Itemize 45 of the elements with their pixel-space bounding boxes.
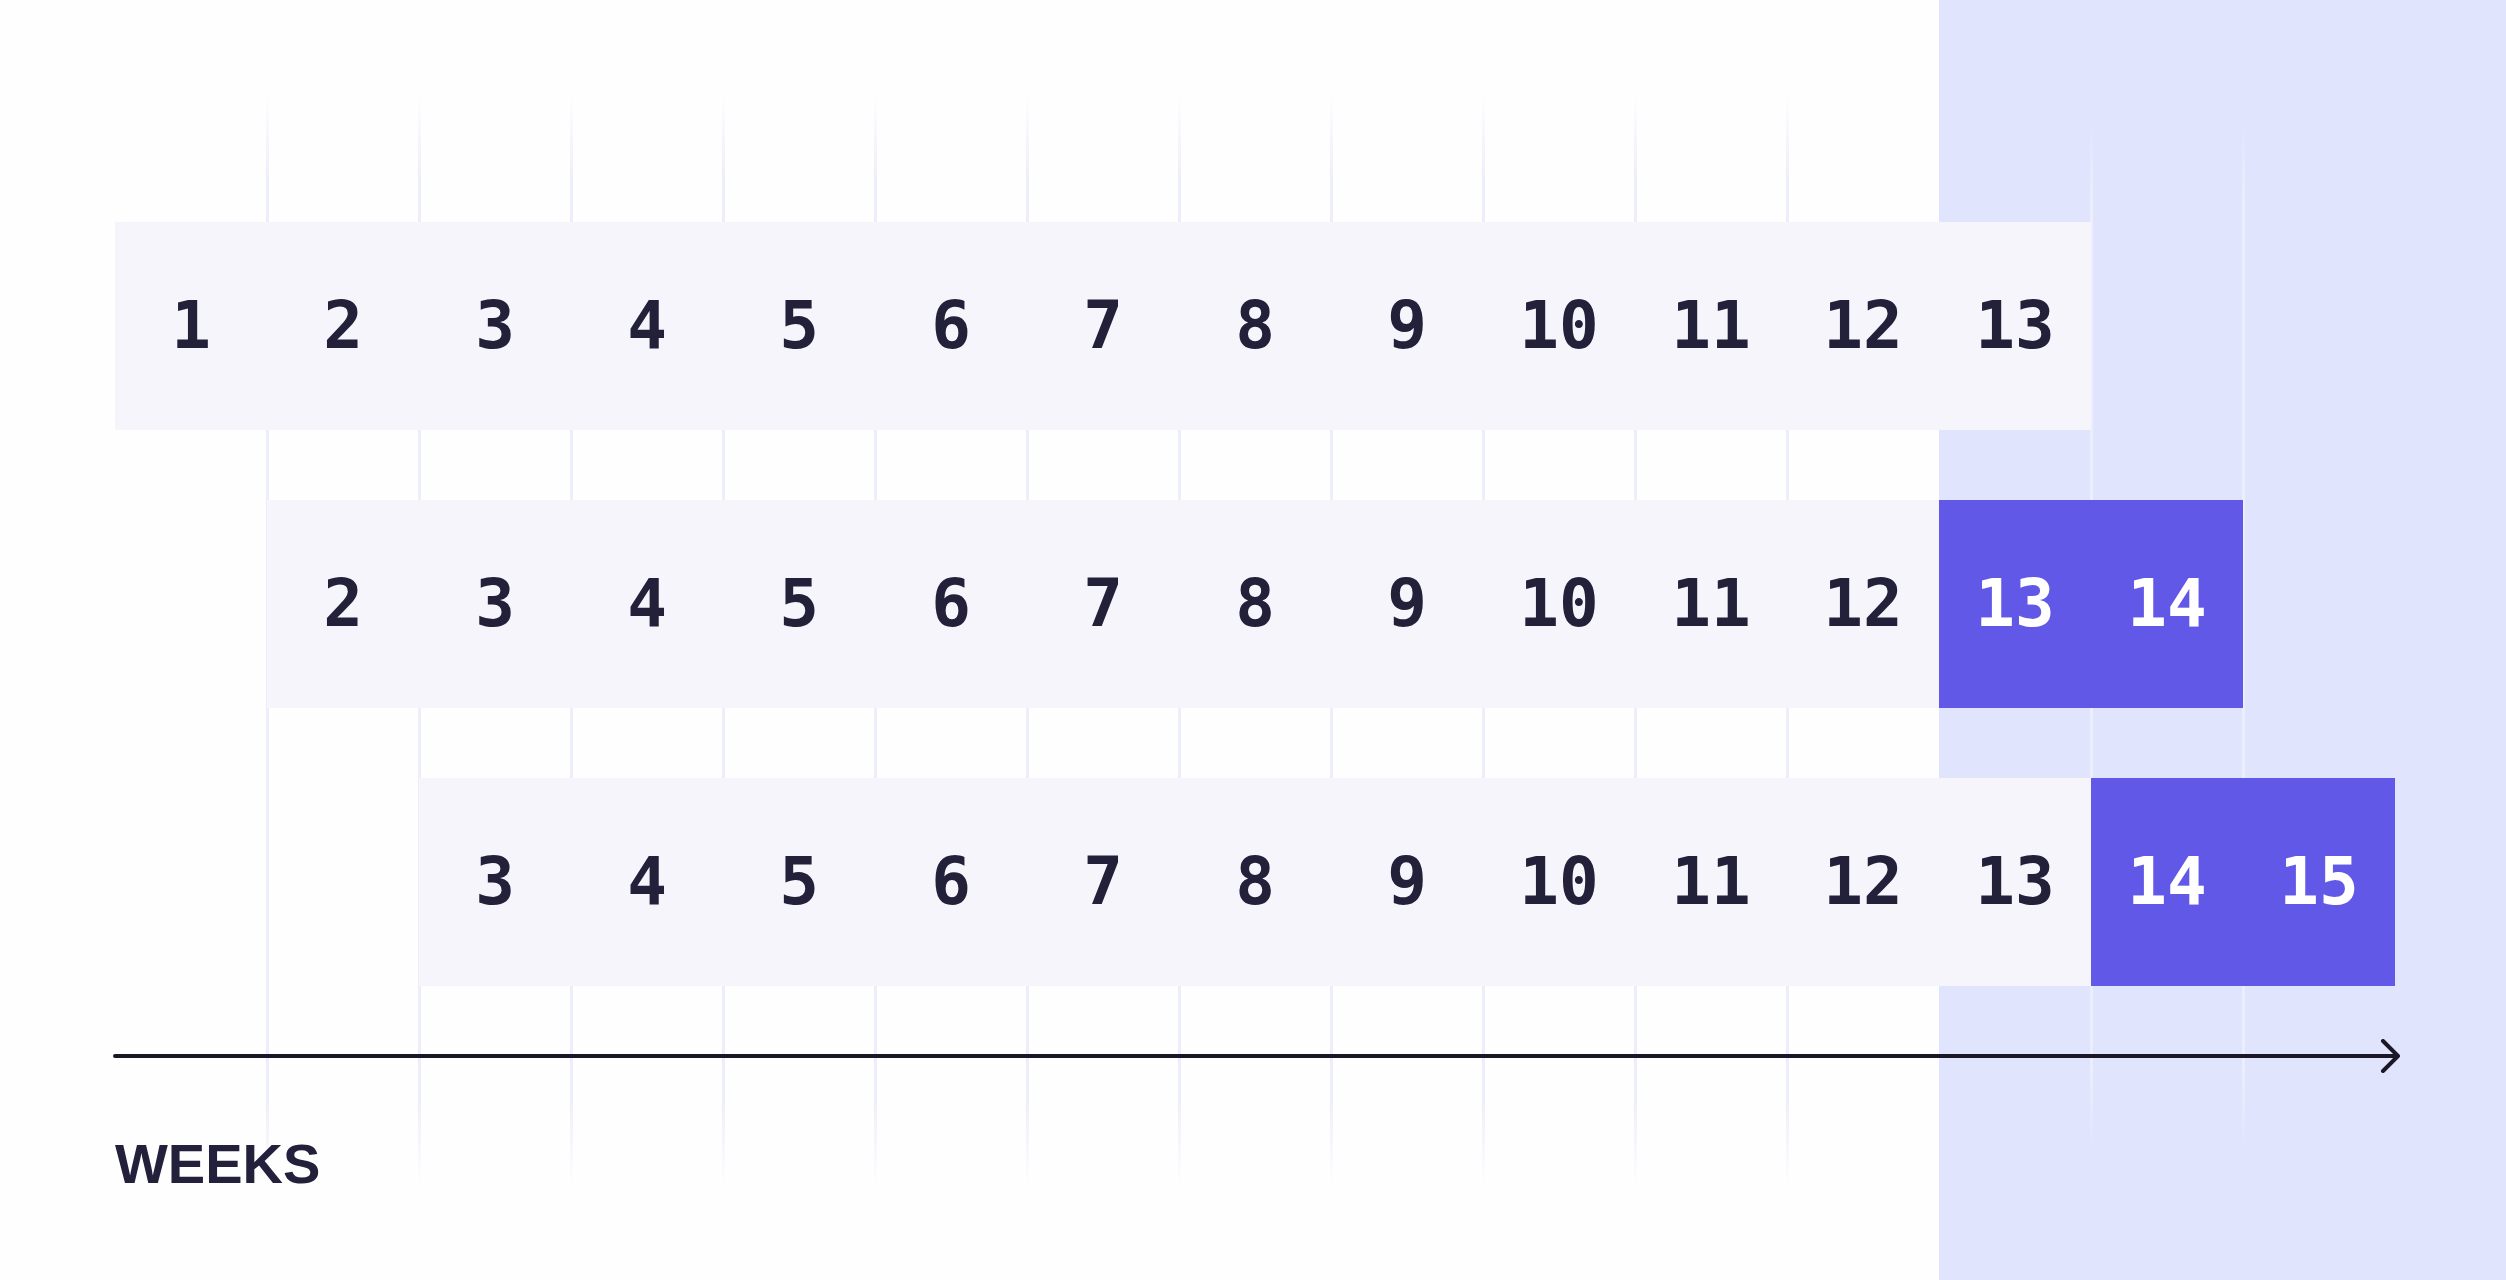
week-number: 10 [1519, 849, 1599, 915]
week-number: 5 [779, 849, 819, 915]
week-number: 13 [1975, 571, 2055, 637]
week-number: 7 [1083, 849, 1123, 915]
week-number: 10 [1519, 571, 1599, 637]
week-number: 4 [627, 849, 667, 915]
week-number: 12 [1823, 849, 1903, 915]
week-number: 9 [1387, 849, 1427, 915]
week-number: 2 [323, 571, 363, 637]
week-row [115, 222, 2091, 430]
week-number: 11 [1671, 849, 1751, 915]
week-number: 6 [931, 571, 971, 637]
week-number: 15 [2279, 849, 2359, 915]
week-number: 14 [2127, 571, 2207, 637]
week-number: 14 [2127, 849, 2207, 915]
axis-label: WEEKS [115, 1136, 321, 1192]
week-number: 7 [1083, 293, 1123, 359]
week-number: 3 [475, 849, 515, 915]
week-number: 11 [1671, 293, 1751, 359]
highlighted-weeks [2091, 778, 2395, 986]
week-number: 12 [1823, 293, 1903, 359]
week-number: 6 [931, 293, 971, 359]
week-number: 1 [171, 293, 211, 359]
week-number: 4 [627, 571, 667, 637]
week-row [267, 500, 2243, 708]
week-number: 10 [1519, 293, 1599, 359]
week-row [419, 778, 2395, 986]
week-number: 5 [779, 571, 819, 637]
week-number: 2 [323, 293, 363, 359]
week-number: 3 [475, 571, 515, 637]
week-number: 5 [779, 293, 819, 359]
week-number: 6 [931, 849, 971, 915]
week-number: 9 [1387, 571, 1427, 637]
week-number: 8 [1235, 293, 1275, 359]
week-number: 7 [1083, 571, 1123, 637]
week-number: 12 [1823, 571, 1903, 637]
week-number: 4 [627, 293, 667, 359]
week-number: 9 [1387, 293, 1427, 359]
week-number: 13 [1975, 849, 2055, 915]
week-number: 11 [1671, 571, 1751, 637]
week-number: 8 [1235, 849, 1275, 915]
week-number: 8 [1235, 571, 1275, 637]
highlighted-weeks [1939, 500, 2243, 708]
week-number: 13 [1975, 293, 2055, 359]
week-number: 3 [475, 293, 515, 359]
